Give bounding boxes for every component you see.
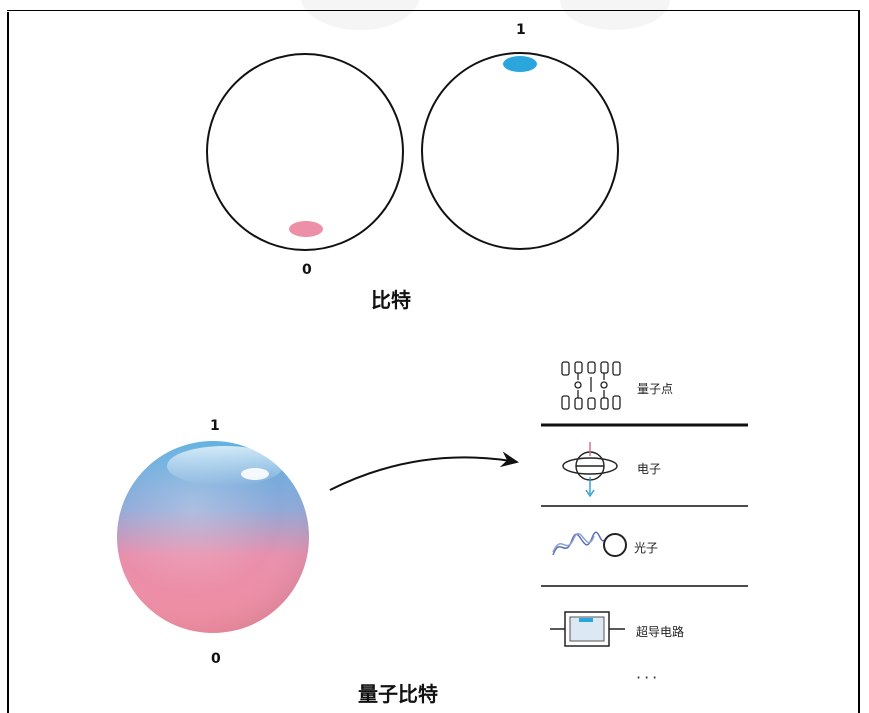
bit-one-state-dot: [503, 56, 537, 72]
quantum-dot-icon: [561, 361, 621, 410]
bit-zero-circle: [206, 53, 404, 251]
implementation-label-quantum-dot: 量子点: [637, 382, 674, 396]
more-implementations-ellipsis: ···: [636, 668, 661, 687]
qubit-zero-label: 0: [211, 651, 221, 667]
bit-zero-state-dot: [289, 221, 323, 237]
frame-right-border: [858, 10, 860, 713]
qubit-sphere-glint: [241, 468, 269, 480]
implementation-label-photon: 光子: [634, 541, 659, 555]
qubit-sphere-shading: [117, 441, 309, 633]
bit-one-label: 1: [516, 22, 526, 38]
qubit-one-label: 1: [210, 418, 220, 434]
implementation-label-superconducting-circuit: 超导电路: [636, 625, 685, 639]
frame-left-border: [7, 12, 9, 713]
superconducting-circuit-icon: [550, 611, 625, 647]
bit-one-circle: [421, 52, 619, 250]
bit-zero-label: 0: [302, 262, 312, 278]
frame-top-border: [7, 10, 860, 11]
implementation-arrow: [329, 451, 519, 491]
qubit-title: 量子比特: [358, 682, 438, 706]
photon-wave-icon: [552, 531, 627, 557]
qubit-sphere-highlight: [167, 446, 283, 486]
bit-title: 比特: [371, 288, 411, 312]
implementation-label-electron: 电子: [637, 462, 662, 476]
electron-spin-icon: [562, 442, 618, 498]
